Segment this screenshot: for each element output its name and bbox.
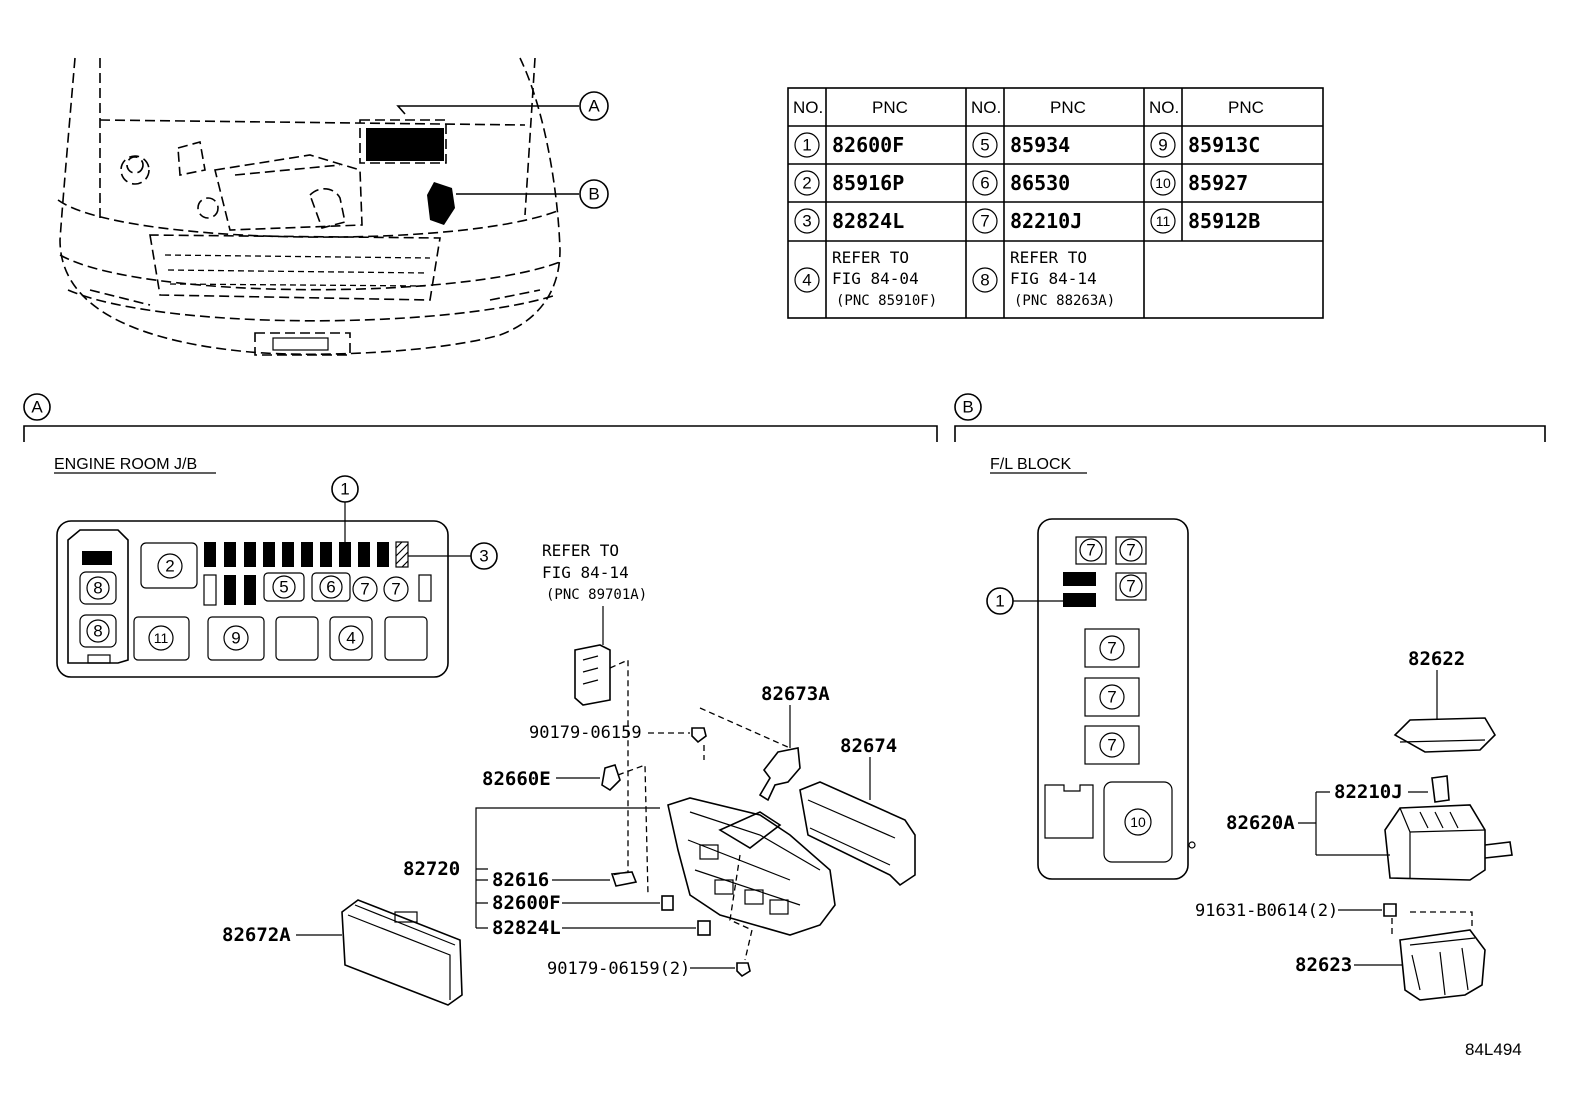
table-header-pnc: PNC <box>1228 98 1264 117</box>
callout-a-top: A <box>588 97 600 116</box>
table-pnc-6: 86530 <box>1010 171 1070 195</box>
fl-fuse-7d: 7 <box>1107 639 1116 658</box>
jb-fuse-6: 6 <box>326 578 335 597</box>
section-b: B F/L BLOCK 7 7 7 7 7 7 10 1 826 <box>954 393 1546 1001</box>
table-no-9: 9 <box>1158 136 1167 155</box>
fl-fuse-7b: 7 <box>1126 541 1135 560</box>
vehicle-overview: A B <box>57 57 609 356</box>
section-b-label: B <box>962 398 973 417</box>
table-ref-8-line3: (PNC 88263A) <box>1014 293 1115 309</box>
part-82672A: 82672A <box>222 924 291 946</box>
part-82616: 82616 <box>492 869 549 891</box>
fl-callout-1: 1 <box>995 592 1004 611</box>
section-a-label: A <box>31 398 43 417</box>
table-no-6: 6 <box>980 174 989 193</box>
part-91631-B0614-2: 91631-B0614(2) <box>1195 901 1338 921</box>
table-no-10: 10 <box>1155 175 1171 191</box>
jb-relay-9: 9 <box>231 629 240 648</box>
part-82674: 82674 <box>840 735 897 757</box>
table-header-pnc: PNC <box>1050 98 1086 117</box>
part-82620A: 82620A <box>1226 812 1295 834</box>
table-ref-8-line2: FIG 84-14 <box>1010 269 1097 288</box>
jb-fuse-5: 5 <box>279 578 288 597</box>
jb-callout-1: 1 <box>340 480 349 499</box>
part-82622: 82622 <box>1408 648 1465 670</box>
callout-b-top: B <box>588 185 599 204</box>
table-no-5: 5 <box>980 136 989 155</box>
section-a: A ENGINE ROOM J/B 8 8 2 <box>23 393 938 1006</box>
table-pnc-1: 82600F <box>832 133 904 157</box>
part-90179-06159: 90179-06159 <box>529 723 642 743</box>
table-pnc-3: 82824L <box>832 209 904 233</box>
part-82660E: 82660E <box>482 768 551 790</box>
jb-fuse-8b: 8 <box>93 622 102 641</box>
table-no-7: 7 <box>980 212 989 231</box>
jb-fuse-bank-1 <box>204 541 409 568</box>
part-82210J: 82210J <box>1334 781 1403 803</box>
table-pnc-10: 85927 <box>1188 171 1248 195</box>
fl-fuse-7f: 7 <box>1107 736 1116 755</box>
fl-fuse-10: 10 <box>1130 814 1146 830</box>
jb-callout-3: 3 <box>479 547 488 566</box>
part-82623: 82623 <box>1295 954 1352 976</box>
table-no-2: 2 <box>802 174 811 193</box>
jb-relay-4: 4 <box>346 629 355 648</box>
table-ref-4-line2: FIG 84-04 <box>832 269 919 288</box>
table-header-no: NO. <box>971 98 1001 117</box>
fl-fuse-7e: 7 <box>1107 688 1116 707</box>
table-pnc-9: 85913C <box>1188 133 1260 157</box>
table-pnc-11: 85912B <box>1188 209 1260 233</box>
table-pnc-2: 85916P <box>832 171 904 195</box>
jb-fuse-7a: 7 <box>360 580 369 599</box>
jb-relay-11: 11 <box>154 630 169 646</box>
fl-fuse-7a: 7 <box>1086 541 1095 560</box>
table-ref-4-line3: (PNC 85910F) <box>836 293 937 309</box>
table-no-8: 8 <box>980 271 989 290</box>
table-no-3: 3 <box>802 212 811 231</box>
jb-relay-2: 2 <box>165 557 174 576</box>
part-90179-06159-2: 90179-06159(2) <box>547 959 690 979</box>
part-82720: 82720 <box>403 858 460 880</box>
table-pnc-5: 85934 <box>1010 133 1070 157</box>
refer-note-line2: FIG 84-14 <box>542 563 629 582</box>
table-pnc-7: 82210J <box>1010 209 1082 233</box>
part-82824L: 82824L <box>492 917 561 939</box>
table-ref-4-line1: REFER TO <box>832 248 909 267</box>
table-header-no: NO. <box>793 98 823 117</box>
table-header-pnc: PNC <box>872 98 908 117</box>
refer-note-line3: (PNC 89701A) <box>546 587 647 603</box>
section-b-title: F/L BLOCK <box>990 456 1072 473</box>
fl-fuse-7c: 7 <box>1126 577 1135 596</box>
table-no-11: 11 <box>1156 213 1171 229</box>
section-a-title: ENGINE ROOM J/B <box>54 456 197 473</box>
pnc-table: NO. PNC NO. PNC NO. PNC 1 82600F 2 85916… <box>787 87 1324 319</box>
jb-fuse-8a: 8 <box>93 579 102 598</box>
figure-code: 84L494 <box>1465 1040 1522 1059</box>
refer-note-line1: REFER TO <box>542 541 619 560</box>
table-header-no: NO. <box>1149 98 1179 117</box>
table-ref-8-line1: REFER TO <box>1010 248 1087 267</box>
table-no-1: 1 <box>802 136 811 155</box>
part-82600F: 82600F <box>492 892 561 914</box>
part-82673A: 82673A <box>761 683 830 705</box>
jb-fuse-7b: 7 <box>391 580 400 599</box>
table-no-4: 4 <box>802 271 811 290</box>
